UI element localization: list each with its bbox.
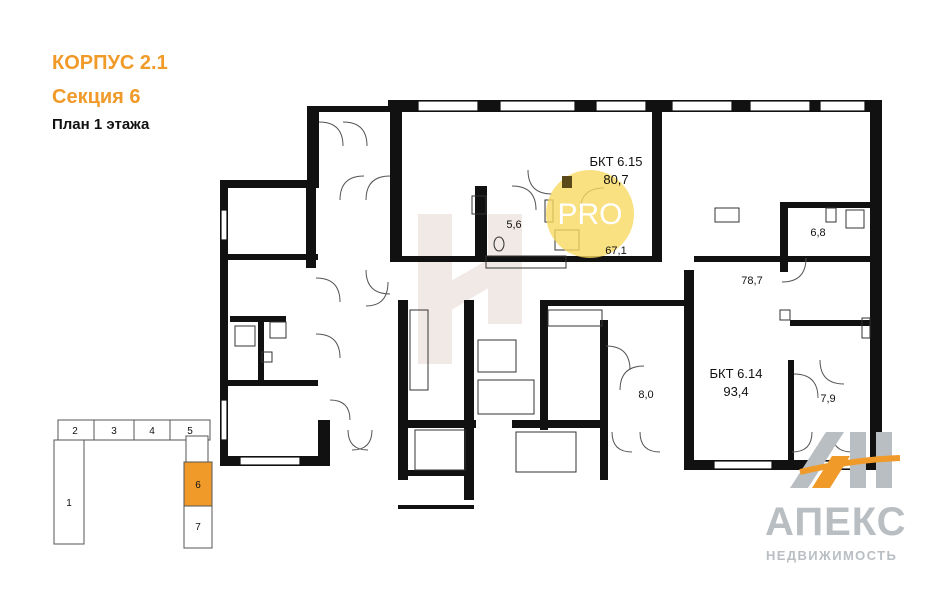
watermark-mark <box>418 214 522 364</box>
room-area: 67,1 <box>605 245 626 257</box>
room-area: 6,8 <box>810 227 825 239</box>
mini-map-label: 4 <box>149 426 155 437</box>
apartment-name: БКТ 6.15 <box>590 154 643 169</box>
apartment-name: БКТ 6.14 <box>710 366 763 381</box>
mini-map-section <box>183 505 213 549</box>
pro-badge-circle <box>546 170 634 258</box>
mini-map-label: 3 <box>111 426 117 437</box>
logo-wordmark: АПЕКС <box>765 500 907 544</box>
floor-title: План 1 этажа <box>52 116 150 133</box>
mini-map-label: 2 <box>72 426 78 437</box>
room-area: 7,9 <box>820 393 835 405</box>
mini-map-section <box>53 439 85 545</box>
mini-map-label: 1 <box>66 498 72 509</box>
logo-subtitle: НЕДВИЖИМОСТЬ <box>766 548 898 563</box>
section-title: Секция 6 <box>52 86 141 108</box>
apex-logo-icon <box>790 432 901 488</box>
mini-map-label: 5 <box>187 426 193 437</box>
mini-map-label: 6 <box>195 480 201 491</box>
mini-map-labels: 2 3 4 5 1 6 7 <box>66 426 201 533</box>
room-area: 78,7 <box>741 275 762 287</box>
windows <box>220 100 866 470</box>
room-area: 8,0 <box>638 389 653 401</box>
building-title: КОРПУС 2.1 <box>52 52 168 74</box>
apartment-area: 93,4 <box>723 384 748 399</box>
apartment-area: 80,7 <box>603 172 628 187</box>
fixtures <box>234 195 871 473</box>
mini-map-connector <box>185 435 209 463</box>
pro-badge-label: PRO <box>557 198 622 231</box>
room-area: 5,6 <box>506 219 521 231</box>
mini-map-section-active <box>183 461 213 507</box>
mini-map-label: 7 <box>195 522 201 533</box>
pro-badge: PRO <box>546 170 634 258</box>
door-swings <box>315 121 853 453</box>
walls <box>220 100 882 509</box>
mini-map <box>53 419 213 549</box>
unit-marker <box>562 176 572 188</box>
